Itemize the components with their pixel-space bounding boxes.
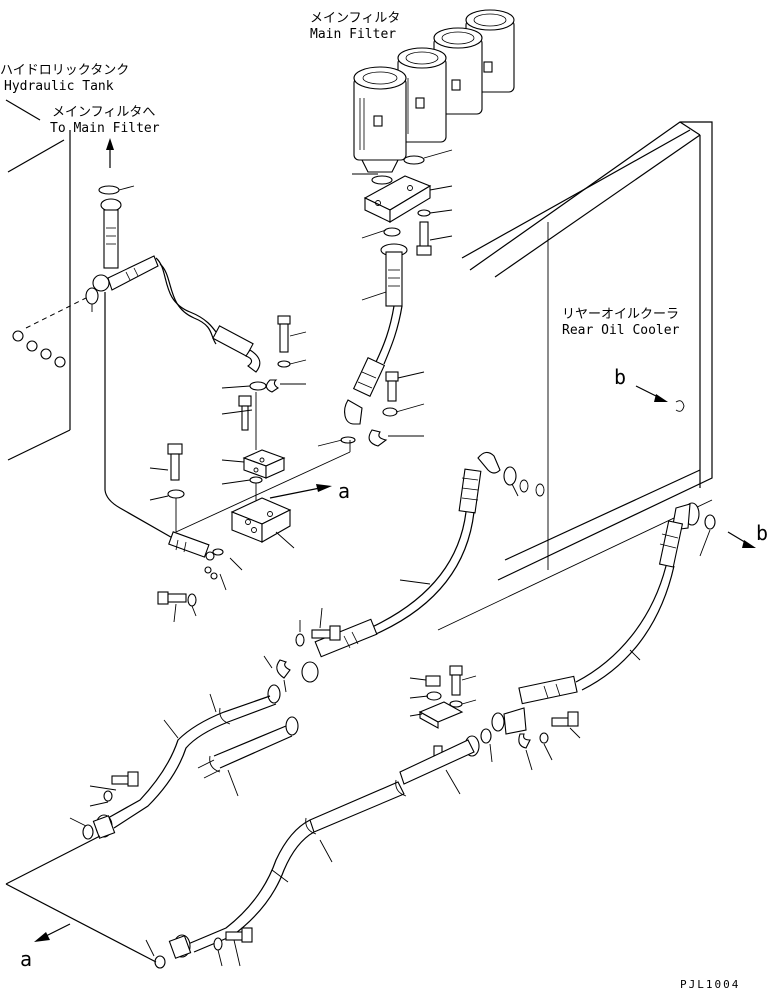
filter-canister-1 xyxy=(353,66,407,173)
bolt-lower-left xyxy=(157,557,243,623)
ref-a-lower: a xyxy=(20,947,32,971)
main-filter-label-jp: メインフィルタ xyxy=(310,11,400,26)
main-filter-label-en: Main Filter xyxy=(310,27,396,42)
washer xyxy=(417,209,431,217)
rear-oil-cooler-label-en: Rear Oil Cooler xyxy=(562,323,680,338)
upper-bolt xyxy=(265,315,307,393)
to-main-filter-label-jp: メインフィルタへ xyxy=(52,105,155,120)
arrow-a-upper xyxy=(269,484,332,499)
hose-cooler-right xyxy=(518,502,716,705)
hydraulic-tank-label-jp: ハイドロリックタンク xyxy=(0,63,129,78)
to-main-filter-label-en: To Main Filter xyxy=(50,121,160,136)
hydraulic-tank xyxy=(5,99,71,461)
ref-b-right: b xyxy=(756,521,768,545)
o-ring xyxy=(371,175,393,185)
hose-valve-to-cooler xyxy=(301,451,545,683)
pipe-lower-left xyxy=(69,684,299,840)
main-filter-assembly xyxy=(353,9,515,307)
valve-block-upper xyxy=(242,449,286,479)
rear-oil-cooler-label-jp: リヤーオイルクーラ xyxy=(562,307,679,322)
filter-hose-fitting xyxy=(380,243,408,307)
valve-bolts-left xyxy=(221,381,267,508)
rear-oil-cooler xyxy=(437,121,713,631)
bolt-left xyxy=(149,440,351,533)
clamp-parts-upper-right xyxy=(317,371,425,447)
arrow-b-right xyxy=(727,531,756,548)
hydraulic-tank-label-en: Hydraulic Tank xyxy=(4,79,114,94)
ref-b-cooler: b xyxy=(614,365,626,389)
bolt xyxy=(416,221,432,256)
pipe-lower-right xyxy=(145,665,581,969)
filter-block xyxy=(363,175,432,223)
o-ring xyxy=(403,155,425,165)
ref-a-upper: a xyxy=(338,479,350,503)
arrow-a-lower xyxy=(5,835,157,963)
leader-lines-filter xyxy=(352,149,453,301)
drawing-code: PJL1004 xyxy=(680,978,740,990)
valve-block-lower xyxy=(230,497,295,549)
tank-return-line xyxy=(104,292,224,580)
bolt-mid xyxy=(263,607,341,693)
arrow-b-cooler xyxy=(635,385,685,412)
o-ring xyxy=(383,227,401,237)
hose-tank-to-valve xyxy=(12,138,261,373)
hose-filter-to-valve xyxy=(344,305,403,425)
